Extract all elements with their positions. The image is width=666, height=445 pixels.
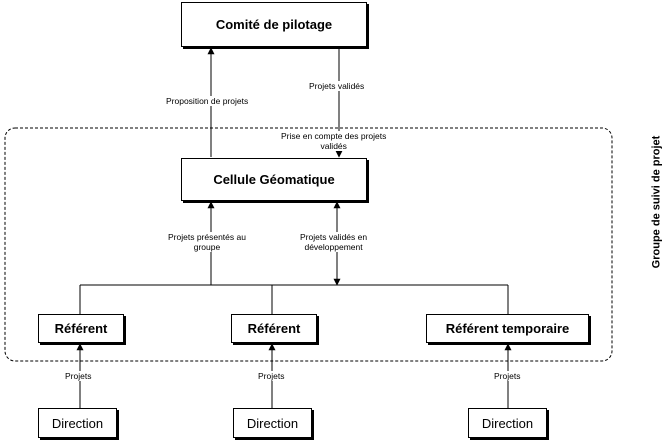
group-frame: [4, 127, 613, 362]
group-label-text: Groupe de suivi de projet: [650, 135, 663, 269]
label-projets-1: Projets: [64, 371, 93, 381]
direction-box-1: Direction: [38, 408, 117, 438]
referent-label-1: Référent: [54, 321, 108, 336]
group-label: Groupe de suivi de projet: [643, 52, 666, 352]
referent-box-2: Référent: [231, 314, 317, 343]
direction-box-3: Direction: [468, 408, 547, 438]
direction-label-1: Direction: [51, 415, 104, 431]
label-projets-valides-dev-line-2: développement: [304, 242, 363, 252]
label-proposition-de-projets: Proposition de projets: [165, 96, 250, 106]
comite-de-pilotage-label: Comité de pilotage: [215, 17, 333, 32]
referent-temporaire-box: Référent temporaire: [426, 314, 589, 343]
cellule-geomatique-label: Cellule Géomatique: [213, 172, 335, 187]
direction-label-2: Direction: [246, 415, 299, 431]
label-projets-presentes: Projets présentés au groupe: [167, 232, 247, 252]
label-projets-presentes-line-1: Projets présentés au: [168, 232, 246, 242]
referent-box-1: Référent: [38, 314, 124, 343]
direction-label-3: Direction: [481, 415, 534, 431]
cellule-geomatique-box: Cellule Géomatique: [181, 158, 367, 201]
label-prise-en-compte-line-2: validés: [320, 141, 347, 151]
label-prise-en-compte: Prise en compte des projets validés: [280, 131, 388, 151]
label-projets-valides-dev: Projets validés en développement: [299, 232, 369, 252]
label-projets-valides: Projets validés: [308, 81, 366, 91]
label-projets-2: Projets: [257, 371, 286, 381]
label-projets-presentes-line-2: groupe: [193, 242, 221, 252]
label-prise-en-compte-line-1: Prise en compte des projets: [281, 131, 387, 141]
direction-box-2: Direction: [233, 408, 312, 438]
referent-label-2: Référent: [247, 321, 301, 336]
label-projets-3: Projets: [493, 371, 522, 381]
referent-temporaire-label: Référent temporaire: [445, 321, 570, 336]
label-projets-valides-dev-line-1: Projets validés en: [300, 232, 368, 242]
comite-de-pilotage-box: Comité de pilotage: [181, 2, 367, 47]
